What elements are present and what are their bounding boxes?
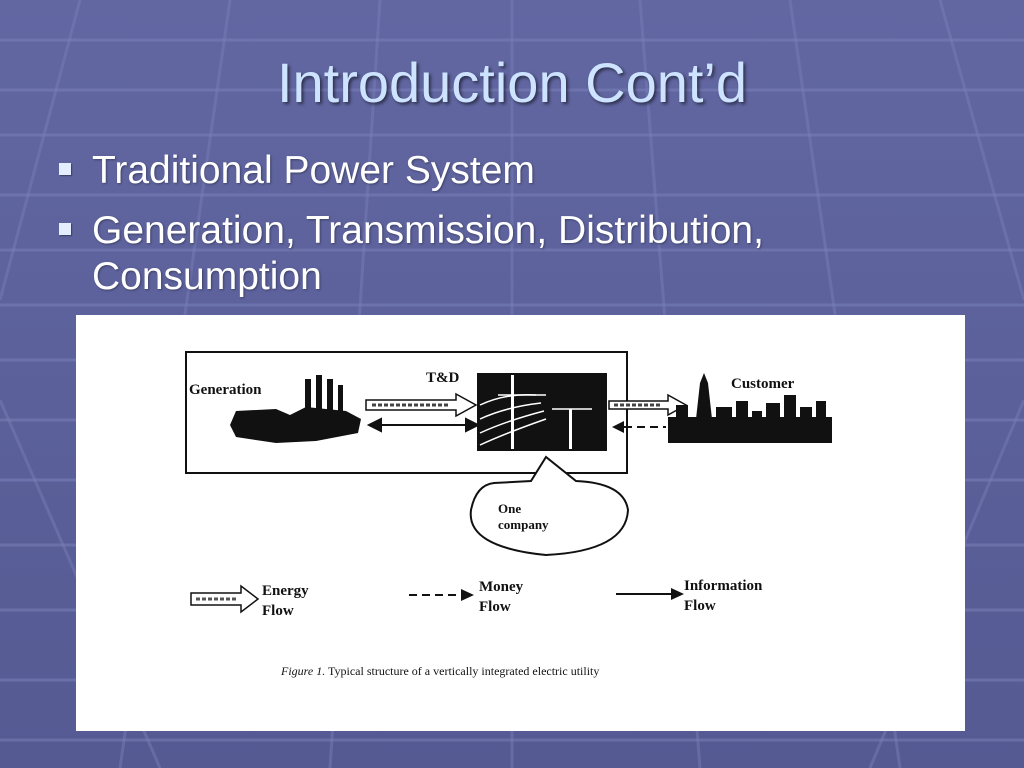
legend-information-label: Flow (684, 598, 716, 614)
energy-flow-arrow (608, 393, 688, 417)
utility-structure-figure: Generation T&D (76, 315, 965, 731)
bullet-item: Traditional Power System (55, 148, 955, 194)
utility-boundary-box (185, 351, 628, 474)
bullet-square-icon (59, 163, 71, 175)
bullet-text: Generation, Transmission, Distribution, … (92, 209, 764, 298)
td-label: T&D (426, 370, 460, 386)
information-flow-arrow (366, 417, 481, 433)
power-plant-icon (230, 375, 361, 443)
legend-information-label: Information (684, 578, 763, 594)
generation-label: Generation (189, 382, 262, 398)
figure-caption-text: Typical structure of a vertically integr… (325, 664, 599, 678)
company-label: company (498, 517, 549, 532)
bullet-square-icon (59, 223, 71, 235)
figure-diagram: Generation T&D (185, 351, 832, 678)
customer-label: Customer (731, 376, 795, 392)
legend-money-label: Flow (479, 599, 511, 615)
bullet-list: Traditional Power System Generation, Tra… (55, 148, 955, 314)
money-flow-arrow (612, 421, 666, 433)
city-skyline-icon (668, 373, 832, 443)
bullet-text: Traditional Power System (92, 149, 535, 192)
legend-money-arrow-icon (409, 589, 474, 601)
one-label: One (498, 501, 521, 516)
transmission-distribution-icon (477, 373, 607, 451)
energy-flow-arrow (365, 392, 478, 418)
legend-information-arrow-icon (616, 588, 684, 600)
legend-energy-label: Flow (262, 603, 294, 619)
figure-caption-prefix: Figure 1. (280, 664, 325, 678)
bullet-item: Generation, Transmission, Distribution, … (55, 208, 955, 300)
one-company-callout (469, 455, 630, 557)
slide-title: Introduction Cont’d (276, 51, 748, 114)
legend-energy-arrow-icon (190, 584, 260, 614)
figure-caption: Figure 1. Typical structure of a vertica… (280, 664, 599, 678)
legend-money-label: Money (479, 579, 524, 595)
legend-energy-label: Energy (262, 583, 309, 599)
